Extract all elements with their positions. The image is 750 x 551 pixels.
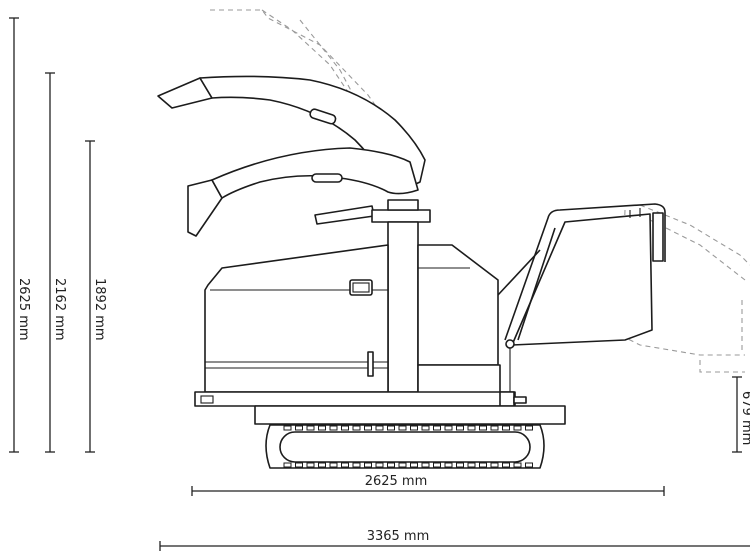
- track-link-top: [387, 425, 395, 431]
- track-link-top: [364, 425, 372, 431]
- track-link-top: [295, 425, 303, 431]
- track-link-bottom: [364, 462, 372, 468]
- track-link-bottom: [387, 462, 395, 468]
- track-link-top: [352, 425, 361, 431]
- dimension-track-length: 2625 mm: [191, 474, 665, 496]
- track-undercarriage: [254, 405, 566, 469]
- dimension-total-height: 2625 mm: [9, 17, 31, 453]
- track-length-label: 2625 mm: [365, 474, 428, 489]
- track-link-top: [502, 425, 510, 431]
- dimension-boom-height: 2162 mm: [45, 72, 67, 453]
- track-link-top: [283, 425, 292, 431]
- discharge-chute: [187, 147, 419, 237]
- feeder-housing: [417, 244, 501, 394]
- track-link-bottom: [398, 462, 407, 468]
- track-link-bottom: [306, 462, 315, 468]
- track-link-bottom: [525, 462, 533, 468]
- track-link-top: [479, 425, 487, 431]
- total-height-label: 2625 mm: [16, 278, 31, 341]
- track-links: [283, 425, 533, 468]
- engine-housing: [204, 244, 389, 393]
- track-link-bottom: [295, 462, 303, 468]
- dimension-total-length: 3365 mm: [159, 529, 750, 551]
- track-link-bottom: [329, 462, 338, 468]
- panel-window: [349, 279, 373, 296]
- track-link-bottom: [318, 462, 326, 468]
- track-link-bottom: [421, 462, 430, 468]
- track-link-bottom: [490, 462, 499, 468]
- infeed-hopper: [497, 203, 666, 392]
- track-link-top: [513, 425, 522, 431]
- total-length-label: 3365 mm: [367, 529, 430, 544]
- boom-height-label: 2162 mm: [52, 278, 67, 341]
- track-link-top: [341, 425, 349, 431]
- track-link-top: [398, 425, 407, 431]
- track-link-bottom: [283, 462, 292, 468]
- track-link-bottom: [479, 462, 487, 468]
- hopper-height-label: 679 mm: [739, 391, 750, 445]
- track-link-bottom: [375, 462, 384, 468]
- track-link-top: [421, 425, 430, 431]
- track-link-bottom: [502, 462, 510, 468]
- track-link-bottom: [410, 462, 418, 468]
- track-link-top: [375, 425, 384, 431]
- track-link-top: [318, 425, 326, 431]
- track-link-top: [525, 425, 533, 431]
- track-link-bottom: [456, 462, 464, 468]
- dimension-hopper-height: 679 mm: [732, 376, 750, 453]
- track-link-bottom: [433, 462, 441, 468]
- track-link-top: [410, 425, 418, 431]
- track-link-bottom: [513, 462, 522, 468]
- track-link-top: [490, 425, 499, 431]
- track-link-top: [329, 425, 338, 431]
- chassis-base: [194, 391, 527, 407]
- track-link-bottom: [352, 462, 361, 468]
- track-link-bottom: [341, 462, 349, 468]
- chute-mast: [371, 199, 431, 393]
- track-link-top: [306, 425, 315, 431]
- track-link-top: [467, 425, 476, 431]
- dimension-raised-chute-height: 1892 mm: [85, 140, 107, 453]
- track-link-bottom: [444, 462, 453, 468]
- track-link-top: [433, 425, 441, 431]
- raised-chute-height-label: 1892 mm: [92, 278, 107, 341]
- track-link-bottom: [467, 462, 476, 468]
- track-link-top: [444, 425, 453, 431]
- track-link-top: [456, 425, 464, 431]
